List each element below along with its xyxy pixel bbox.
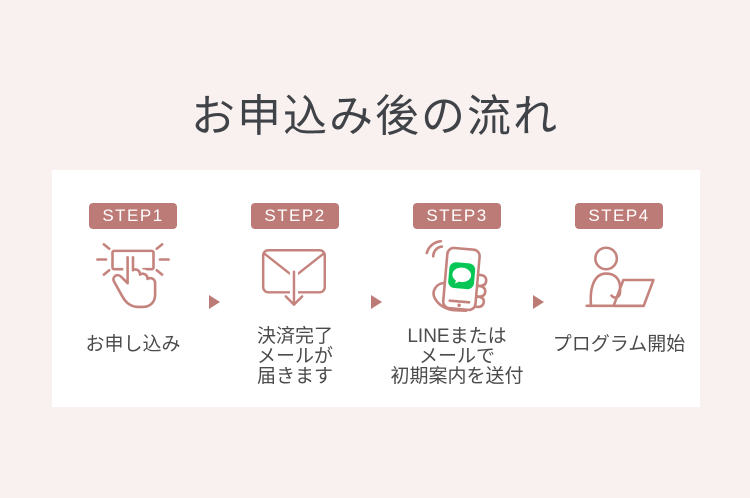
steps-card: STEP1 xyxy=(52,170,700,407)
steps-row: STEP1 xyxy=(52,170,700,387)
step-2: STEP2 決済完了 xyxy=(220,203,371,387)
step-1-badge: STEP1 xyxy=(89,203,177,229)
right-arrow-icon xyxy=(532,295,544,309)
step-4: STEP4 プログラム開始 xyxy=(544,203,695,387)
step-3: STEP3 xyxy=(382,203,533,387)
step-1-label: お申し込み xyxy=(85,334,181,355)
smartphone-line-icon xyxy=(416,233,498,327)
page-title: お申込み後の流れ xyxy=(191,91,559,142)
step-arrow-3 xyxy=(532,295,544,387)
step-2-label: 決済完了 メールが 届きます xyxy=(256,326,333,387)
step-2-badge: STEP2 xyxy=(251,203,339,229)
right-arrow-icon xyxy=(370,295,382,309)
step-4-label: プログラム開始 xyxy=(552,334,686,355)
step-3-label: LINEまたは メールで 初期案内を送付 xyxy=(390,326,524,387)
step-4-badge: STEP4 xyxy=(575,203,663,229)
step-1: STEP1 xyxy=(58,203,209,387)
mail-icon xyxy=(256,233,334,327)
step-3-badge: STEP3 xyxy=(413,203,501,229)
step-arrow-1 xyxy=(208,295,220,387)
person-laptop-icon xyxy=(576,233,662,327)
step-arrow-2 xyxy=(370,295,382,387)
right-arrow-icon xyxy=(208,295,220,309)
tap-icon xyxy=(92,233,174,327)
